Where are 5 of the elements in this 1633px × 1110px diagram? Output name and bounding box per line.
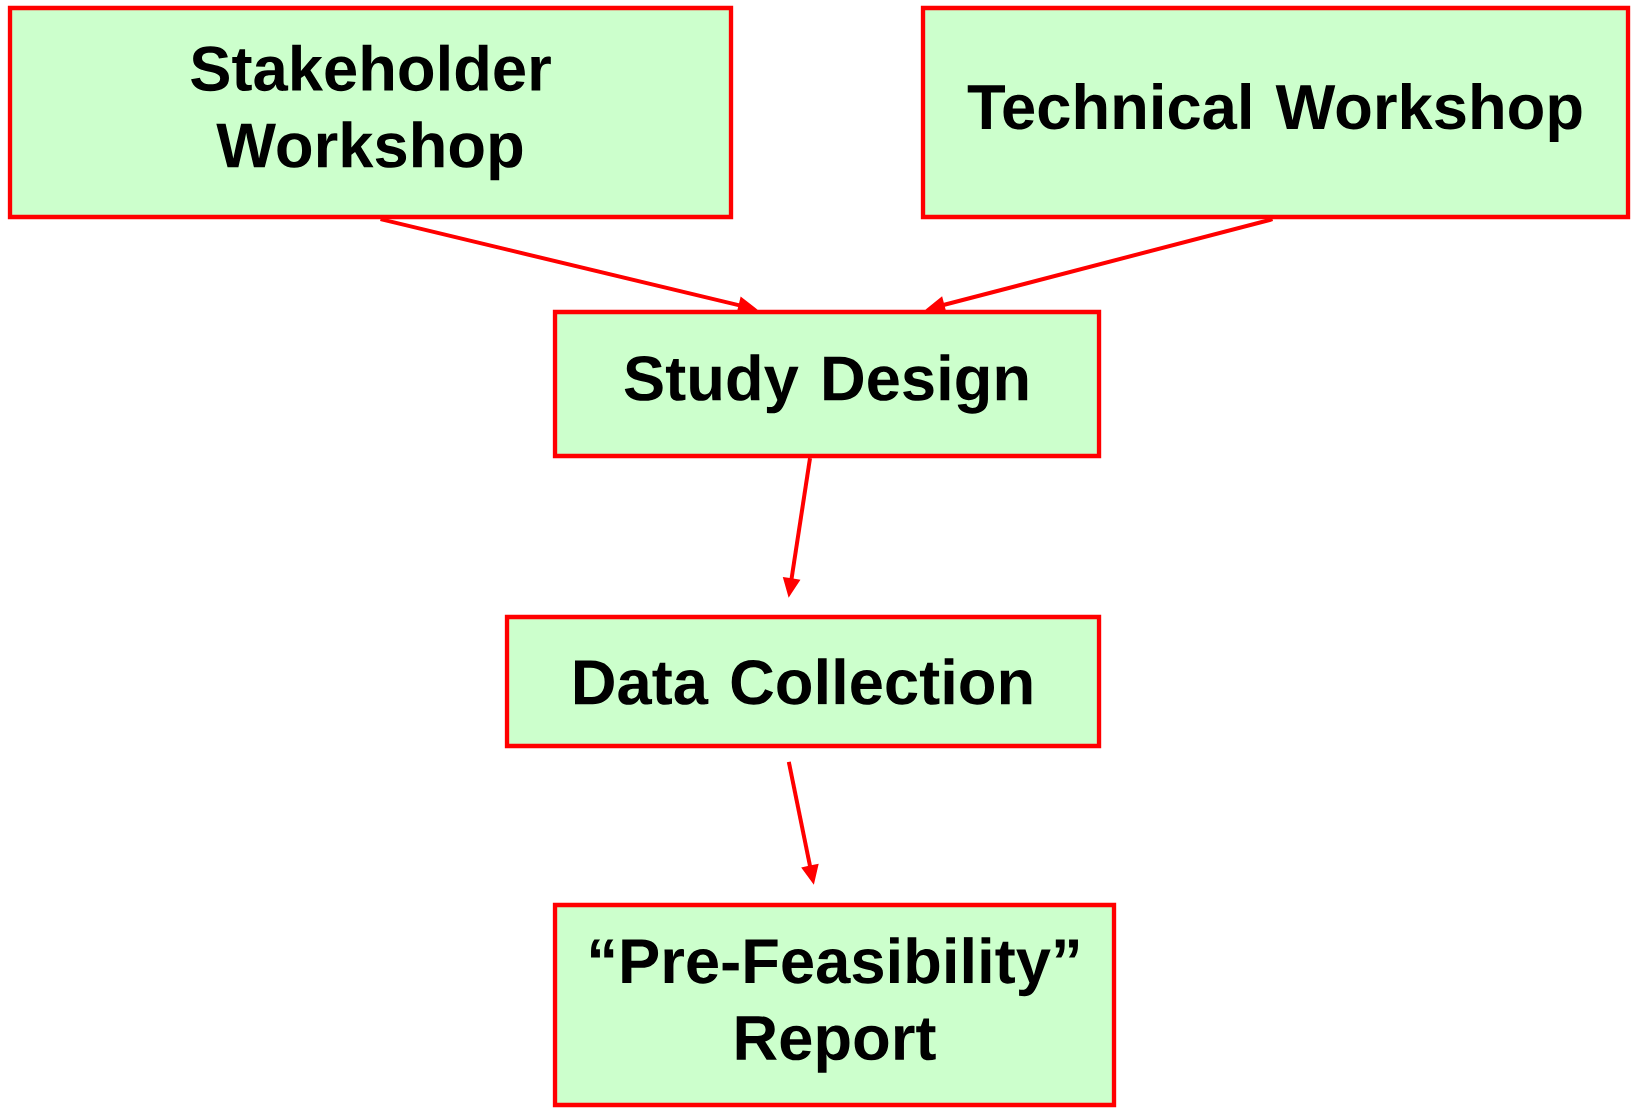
process-box: “Pre-Feasibility” Report xyxy=(552,902,1117,1108)
process-box: Technical Workshop xyxy=(920,5,1631,220)
process-box: Study Design xyxy=(552,309,1102,459)
process-box: Stakeholder Workshop xyxy=(7,5,734,220)
process-box: Data Collection xyxy=(504,614,1102,749)
